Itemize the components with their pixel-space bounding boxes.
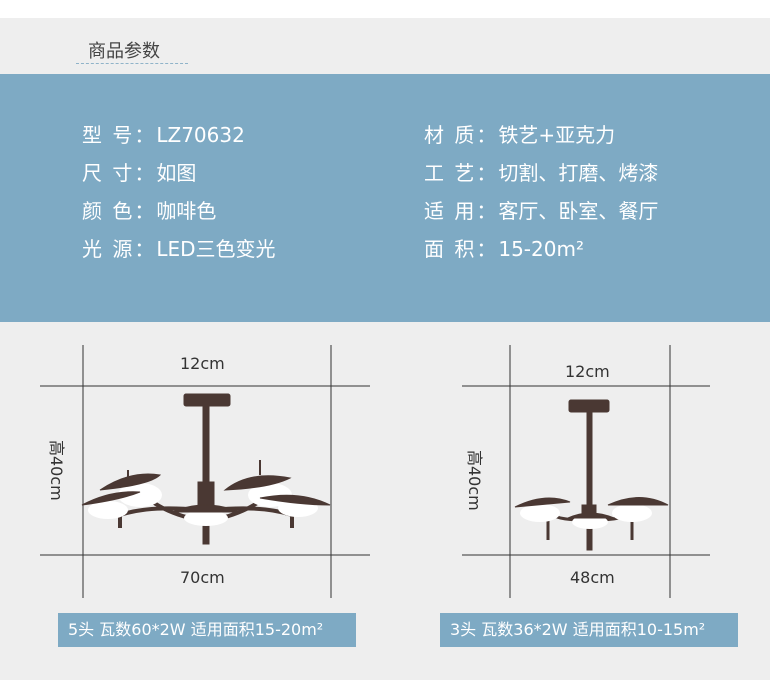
section-title: 商品参数 [88, 41, 160, 62]
spec-model: 型 号：LZ70632 [82, 123, 245, 147]
spec-area: 面 积：15-20m² [424, 237, 584, 261]
lamp5-caption: 5头 瓦数60*2W 适用面积15-20m² [58, 613, 356, 647]
lamp3-width: 48cm [570, 568, 615, 587]
spec-color: 颜 色：咖啡色 [82, 199, 217, 223]
lamp-3-head [514, 399, 669, 551]
lamp5-height: 高40cm [47, 440, 66, 501]
spec-material: 材 质：铁艺+亚克力 [424, 123, 616, 147]
spec-light: 光 源：LED三色变光 [82, 237, 276, 261]
dimension-lines [40, 345, 710, 598]
lamp-5-head [81, 393, 331, 545]
spec-use: 适 用：客厅、卧室、餐厅 [424, 199, 659, 223]
title-underline [76, 63, 188, 64]
spec-panel [0, 74, 770, 322]
spec-size: 尺 寸：如图 [82, 161, 197, 185]
lamp3-top-width: 12cm [565, 362, 610, 381]
lamp5-width: 70cm [180, 568, 225, 587]
lamp3-caption: 3头 瓦数36*2W 适用面积10-15m² [440, 613, 738, 647]
lamp3-height: 高40cm [465, 450, 484, 511]
spec-craft: 工 艺：切割、打磨、烤漆 [424, 161, 659, 185]
lamp5-top-width: 12cm [180, 354, 225, 373]
